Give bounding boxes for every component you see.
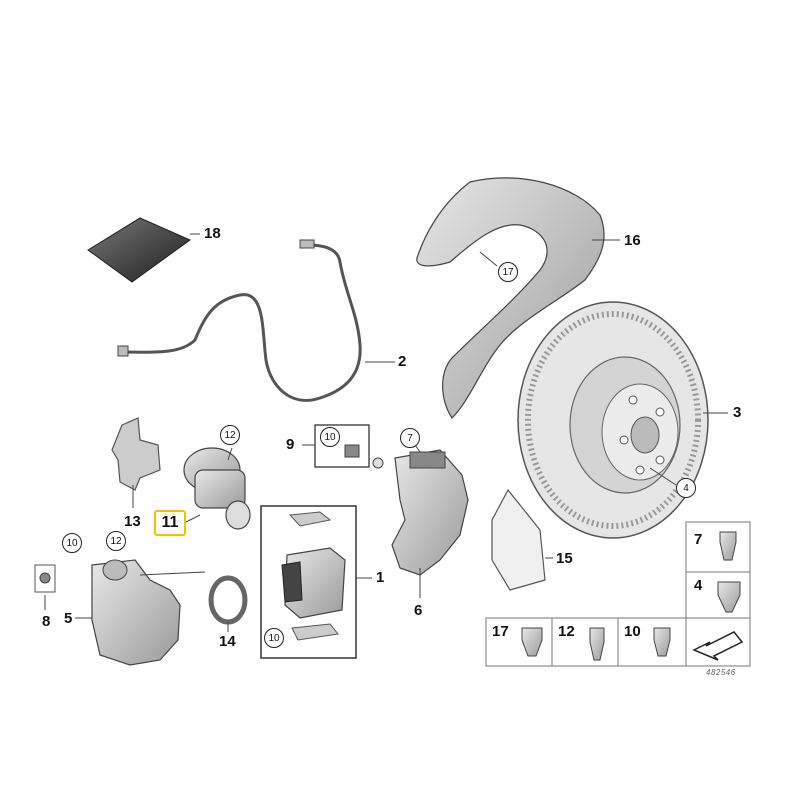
callout-9: 9 — [286, 436, 295, 453]
part-6-carrier — [372, 441, 469, 598]
callout-5: 5 — [64, 610, 73, 627]
callout-2: 2 — [398, 353, 407, 370]
legend-4: 4 — [694, 577, 703, 594]
callout-8: 8 — [42, 613, 51, 630]
callout-15: 15 — [556, 550, 573, 567]
callout-1: 1 — [376, 569, 385, 586]
callout-18: 18 — [204, 225, 221, 242]
part-14-seal-ring — [208, 575, 248, 632]
callout-11-highlighted: 11 — [154, 510, 186, 536]
circled-12-caliper: 12 — [106, 531, 126, 551]
part-16-splash-guard — [416, 177, 620, 419]
part-3-brake-disc — [517, 301, 728, 539]
drawing-code: 482546 — [706, 668, 736, 677]
part-1-pad-set — [260, 505, 372, 659]
part-13-spring — [111, 417, 161, 508]
part-9-guide-set — [302, 424, 370, 468]
callout-3: 3 — [733, 404, 742, 421]
part-15-spring — [491, 488, 553, 591]
callout-14: 14 — [219, 633, 236, 650]
legend-17: 17 — [492, 623, 509, 640]
part-2-wear-sensor — [117, 239, 395, 402]
part-18-shim — [87, 217, 200, 283]
circled-7: 7 — [400, 428, 420, 448]
circled-4: 4 — [676, 478, 696, 498]
circled-12-top: 12 — [220, 425, 240, 445]
legend-10: 10 — [624, 623, 641, 640]
callout-6: 6 — [414, 602, 423, 619]
hardware-legend — [485, 521, 751, 667]
circled-10-pads: 10 — [264, 628, 284, 648]
callout-13: 13 — [124, 513, 141, 530]
circled-10-guide: 10 — [320, 427, 340, 447]
part-5-caliper — [34, 559, 206, 666]
circled-10-caliper: 10 — [62, 533, 82, 553]
circled-17: 17 — [498, 262, 518, 282]
legend-7: 7 — [694, 531, 703, 548]
legend-12: 12 — [558, 623, 575, 640]
callout-16: 16 — [624, 232, 641, 249]
part-11-actuator — [183, 447, 251, 530]
